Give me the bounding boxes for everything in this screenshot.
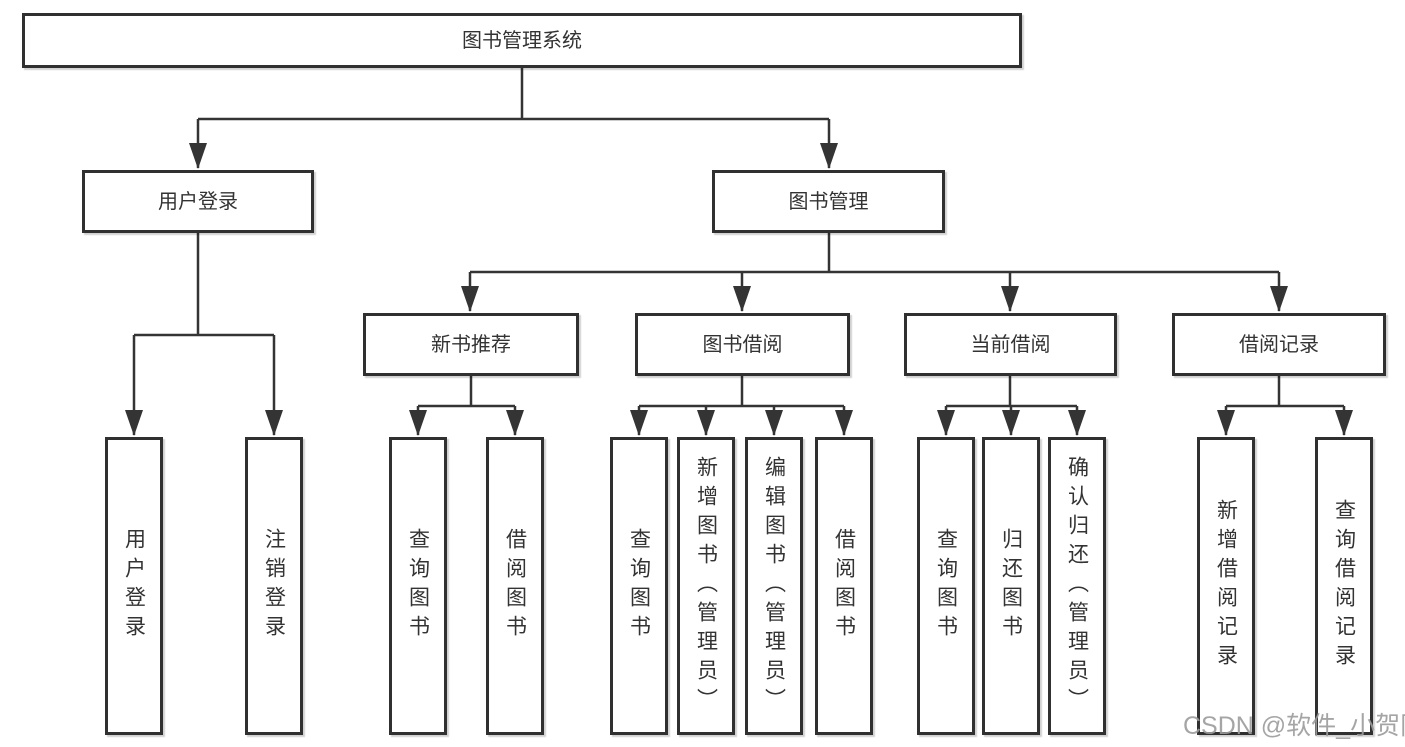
node-new-book-recommend: 新书推荐 bbox=[363, 313, 579, 376]
leaf-confirm-return-admin-label: 确认归还（管理员） bbox=[1065, 455, 1089, 717]
leaf-query-borrow-record: 查询借阅记录 bbox=[1315, 437, 1373, 735]
leaf-query-books-borrowing: 查询图书 bbox=[610, 437, 668, 735]
node-user-login: 用户登录 bbox=[82, 170, 314, 233]
node-current-borrowing: 当前借阅 bbox=[904, 313, 1117, 376]
node-book-borrowing: 图书借阅 bbox=[635, 313, 850, 376]
leaf-query-books-recommend: 查询图书 bbox=[389, 437, 447, 735]
leaf-add-borrow-record-label: 新增借阅记录 bbox=[1214, 499, 1238, 673]
leaf-borrow-books-borrowing-label: 借阅图书 bbox=[832, 528, 856, 644]
leaf-edit-book-admin-label: 编辑图书（管理员） bbox=[762, 455, 786, 717]
leaf-borrow-books-borrowing: 借阅图书 bbox=[815, 437, 873, 735]
leaf-query-books-current: 查询图书 bbox=[917, 437, 975, 735]
leaf-user-login-label: 用户登录 bbox=[122, 528, 146, 644]
leaf-query-borrow-record-label: 查询借阅记录 bbox=[1332, 499, 1356, 673]
node-borrowing-records: 借阅记录 bbox=[1172, 313, 1386, 376]
leaf-add-book-admin: 新增图书（管理员） bbox=[677, 437, 735, 735]
leaf-add-book-admin-label: 新增图书（管理员） bbox=[694, 455, 718, 717]
leaf-query-books-recommend-label: 查询图书 bbox=[406, 528, 430, 644]
leaf-borrow-books-recommend: 借阅图书 bbox=[486, 437, 544, 735]
leaf-return-books: 归还图书 bbox=[982, 437, 1040, 735]
leaf-return-books-label: 归还图书 bbox=[999, 528, 1023, 644]
leaf-confirm-return-admin: 确认归还（管理员） bbox=[1048, 437, 1106, 735]
leaf-edit-book-admin: 编辑图书（管理员） bbox=[745, 437, 803, 735]
leaf-add-borrow-record: 新增借阅记录 bbox=[1197, 437, 1255, 735]
leaf-logout: 注销登录 bbox=[245, 437, 303, 735]
leaf-user-login: 用户登录 bbox=[105, 437, 163, 735]
leaf-query-books-borrowing-label: 查询图书 bbox=[627, 528, 651, 644]
leaf-borrow-books-recommend-label: 借阅图书 bbox=[503, 528, 527, 644]
csdn-watermark: CSDN @软件_小贺同学 bbox=[1183, 712, 1405, 740]
node-library-management-system: 图书管理系统 bbox=[22, 13, 1022, 68]
node-book-management: 图书管理 bbox=[712, 170, 945, 233]
leaf-query-books-current-label: 查询图书 bbox=[934, 528, 958, 644]
leaf-logout-label: 注销登录 bbox=[262, 528, 286, 644]
